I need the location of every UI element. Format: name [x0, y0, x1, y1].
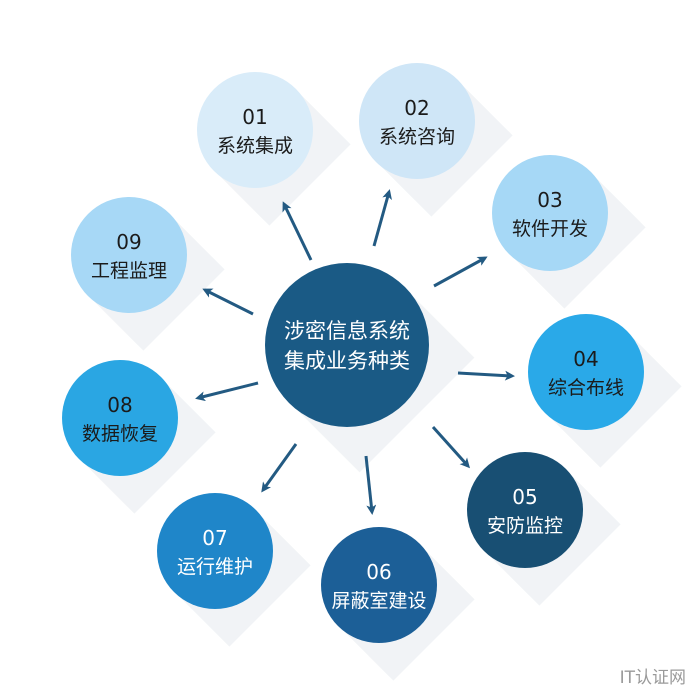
arrow-to-node-08	[195, 381, 259, 402]
arrow-to-node-04	[457, 370, 515, 381]
node-09: 09 工程监理	[71, 197, 187, 313]
center-title-line2: 集成业务种类	[284, 349, 410, 373]
node-03-label: 软件开发	[512, 218, 588, 240]
node-02-label: 系统咨询	[379, 126, 455, 148]
node-08: 08 数据恢复	[62, 360, 178, 476]
center-circle	[265, 263, 429, 427]
arrow-to-node-05	[431, 425, 471, 469]
node-04: 04 综合布线	[528, 314, 644, 430]
node-01-label: 系统集成	[217, 135, 293, 157]
node-01: 01 系统集成	[197, 72, 313, 188]
node-09-number: 09	[116, 230, 141, 254]
node-04-number: 04	[573, 347, 598, 371]
watermark: IT认证网	[619, 668, 686, 688]
node-05-circle	[467, 452, 583, 568]
node-05-label: 安防监控	[487, 515, 563, 537]
arrow-to-node-03	[433, 256, 488, 288]
node-layer: 01 系统集成 02 系统咨询 03 软件开发 04 综合布线 05 安防监控 06 屏蔽室建设 07 运…	[62, 63, 644, 643]
node-07: 07 运行维护	[157, 493, 273, 609]
arrow-to-node-09	[202, 288, 254, 316]
node-04-label: 综合布线	[548, 377, 624, 399]
center-node: 涉密信息系统 集成业务种类	[265, 263, 429, 427]
arrow-to-node-02	[372, 189, 392, 247]
arrow-layer	[195, 189, 515, 515]
node-01-circle	[197, 72, 313, 188]
node-03-number: 03	[537, 188, 562, 212]
node-03-circle	[492, 155, 608, 271]
arrow-to-node-07	[261, 443, 298, 493]
node-06: 06 屏蔽室建设	[321, 527, 437, 643]
node-02-number: 02	[404, 96, 429, 120]
node-06-number: 06	[366, 560, 391, 584]
node-05: 05 安防监控	[467, 452, 583, 568]
node-02-circle	[359, 63, 475, 179]
node-09-circle	[71, 197, 187, 313]
node-06-label: 屏蔽室建设	[331, 590, 426, 612]
node-08-circle	[62, 360, 178, 476]
node-05-number: 05	[512, 485, 537, 509]
node-07-circle	[157, 493, 273, 609]
node-07-label: 运行维护	[177, 556, 253, 578]
node-08-label: 数据恢复	[82, 423, 158, 445]
node-07-number: 07	[202, 526, 227, 550]
node-08-number: 08	[107, 393, 132, 417]
node-09-label: 工程监理	[91, 260, 167, 282]
arrow-to-node-06	[364, 455, 377, 515]
node-04-circle	[528, 314, 644, 430]
node-01-number: 01	[242, 105, 267, 129]
node-06-circle	[321, 527, 437, 643]
node-03: 03 软件开发	[492, 155, 608, 271]
arrow-to-node-01	[282, 201, 313, 261]
node-02: 02 系统咨询	[359, 63, 475, 179]
center-title-line1: 涉密信息系统	[284, 319, 410, 343]
